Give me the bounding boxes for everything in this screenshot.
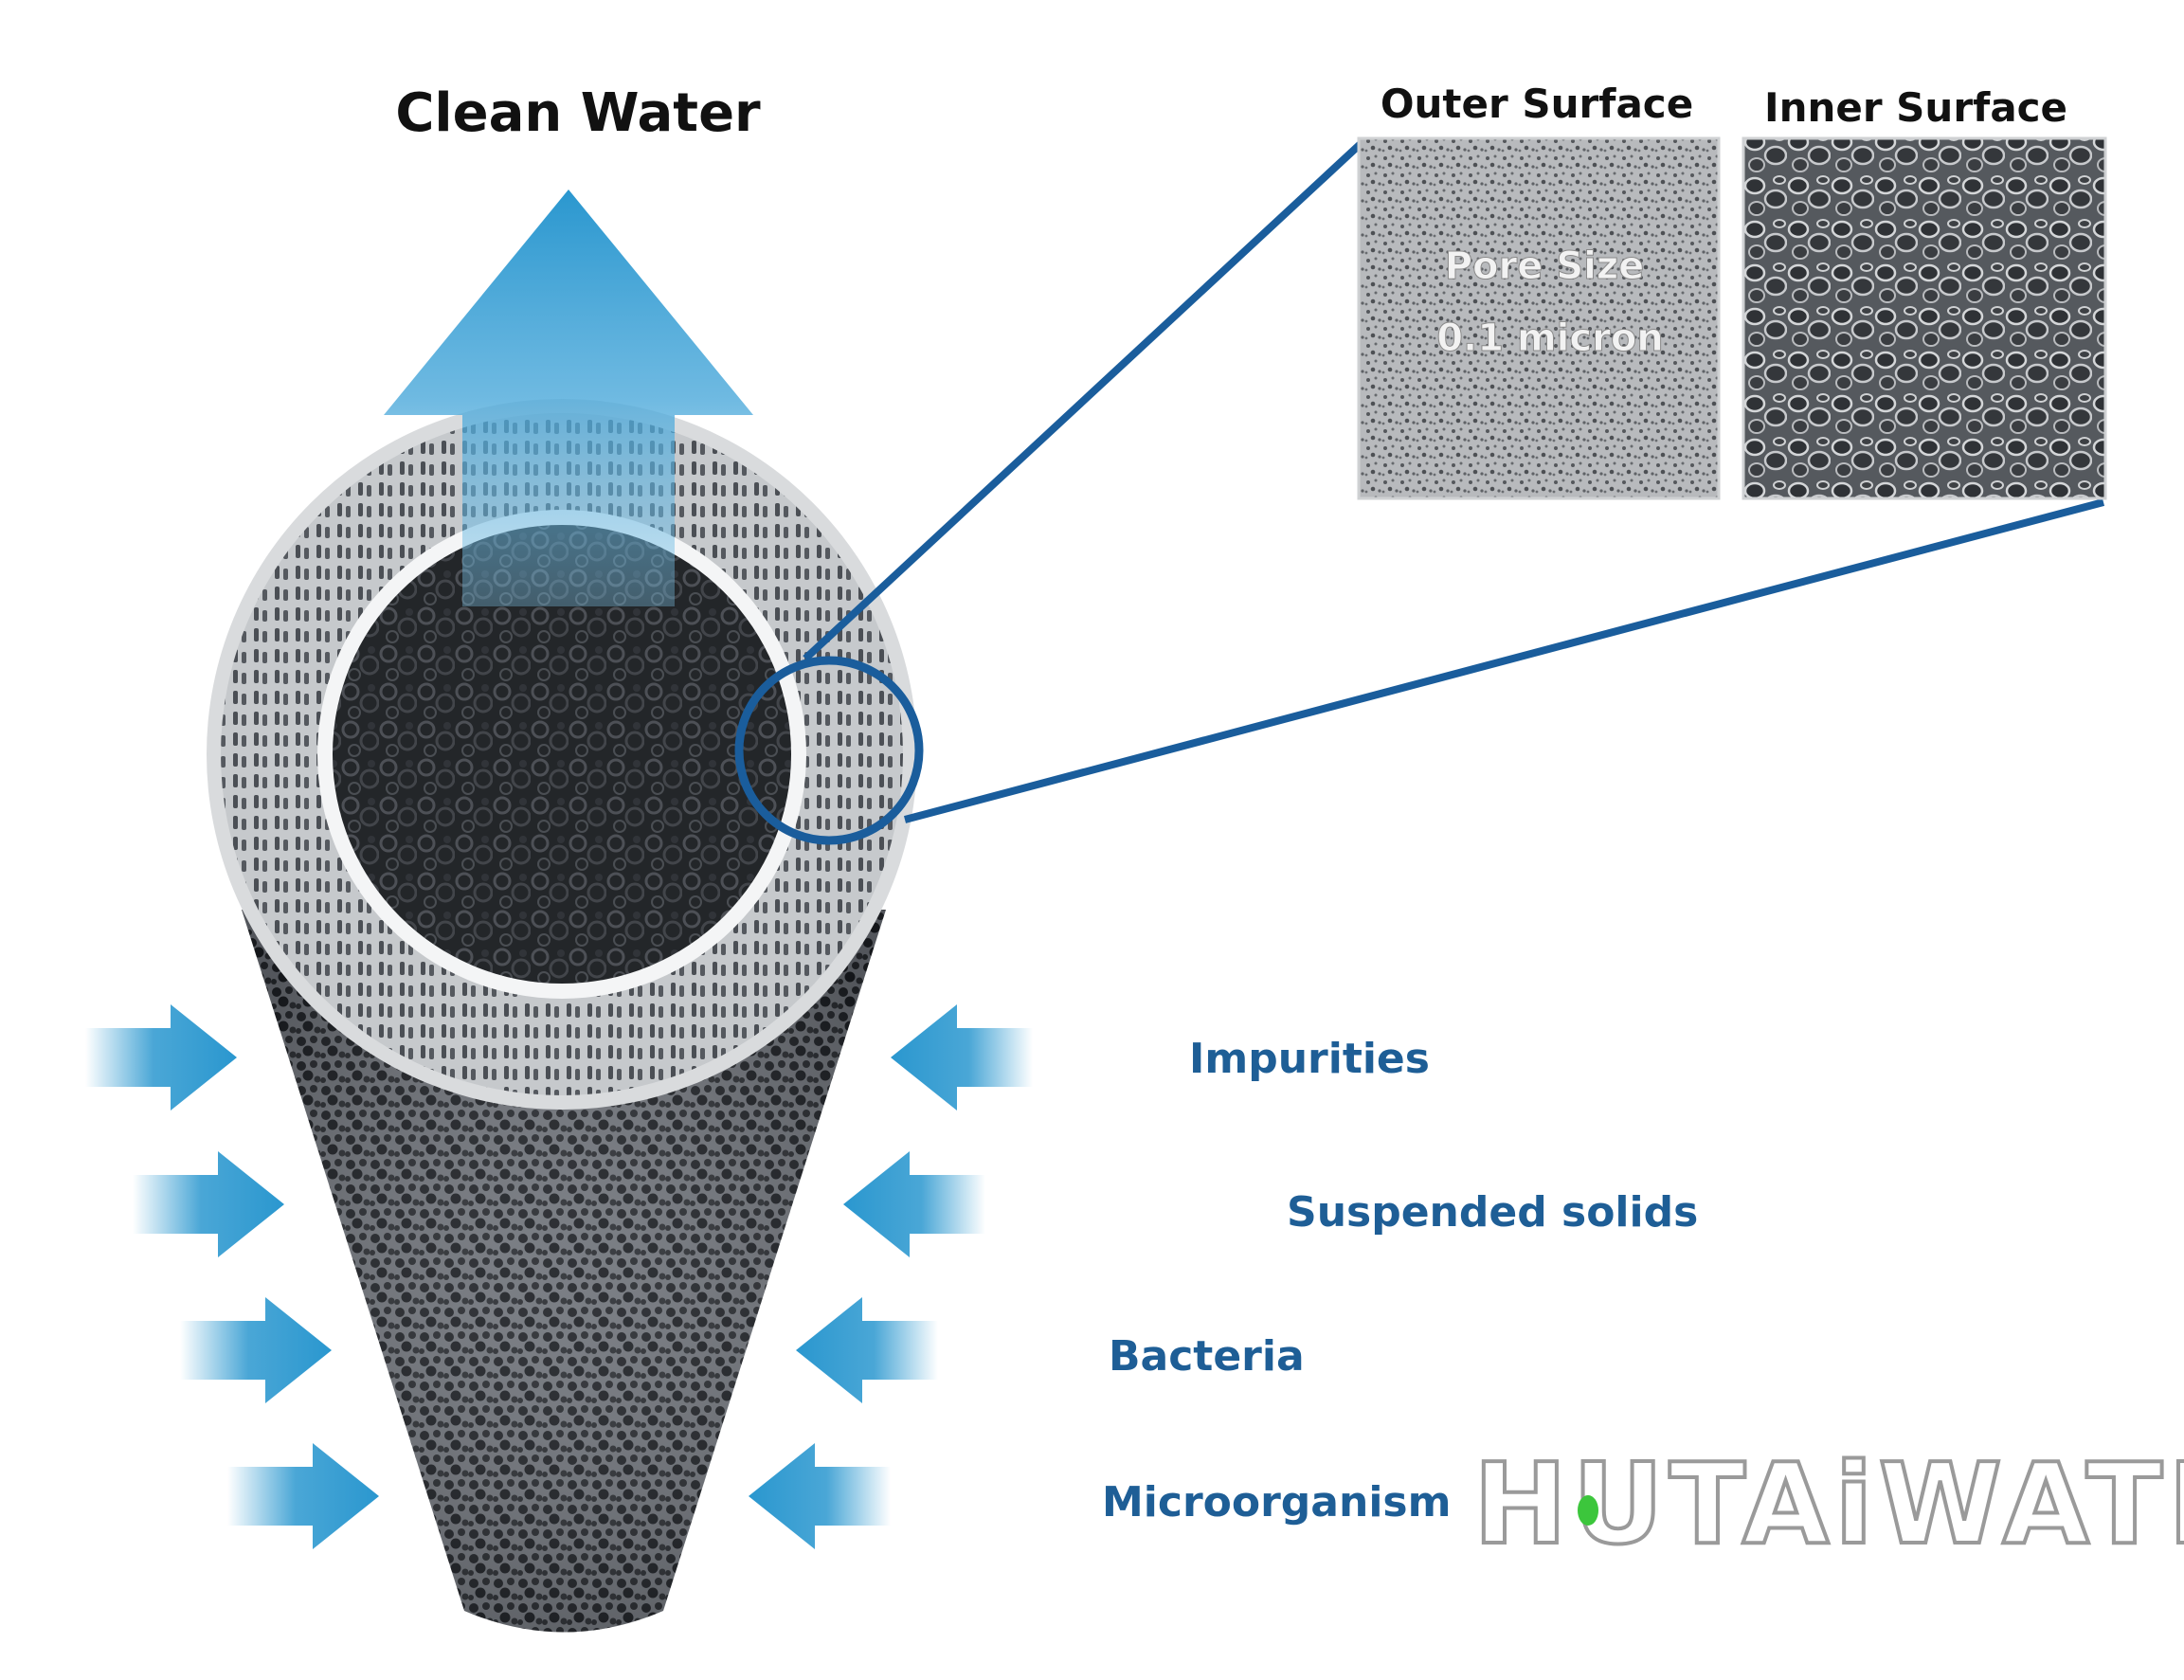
contaminant-label-suspended-solids: Suspended solids bbox=[1287, 1188, 1698, 1237]
outer-surface-title: Outer Surface bbox=[1381, 81, 1693, 127]
contaminant-label-bacteria: Bacteria bbox=[1109, 1332, 1305, 1381]
outer-surface-panel: Outer Surface Pore Size 0.1 micron bbox=[1357, 81, 1721, 500]
inner-surface-panel: Inner Surface bbox=[1742, 84, 2107, 500]
inflow-arrow-icon bbox=[133, 1151, 284, 1257]
inflow-arrow-icon bbox=[891, 1004, 1033, 1111]
inflow-arrow-icon bbox=[749, 1443, 891, 1549]
inflow-arrows-left bbox=[85, 1004, 379, 1549]
fiber-cross-section bbox=[207, 399, 917, 1110]
contaminant-label-impurities: Impurities bbox=[1189, 1035, 1430, 1083]
brand-green-drop-icon bbox=[1578, 1495, 1598, 1526]
zoom-callout bbox=[734, 137, 2105, 845]
inflow-arrow-icon bbox=[85, 1004, 237, 1111]
clean-water-title: Clean Water bbox=[395, 82, 761, 144]
magnifier-circle-icon bbox=[734, 656, 924, 845]
inflow-arrow-icon bbox=[227, 1443, 379, 1549]
inflow-arrow-icon bbox=[796, 1297, 938, 1403]
fiber-body bbox=[242, 910, 886, 1633]
inner-surface-title: Inner Surface bbox=[1764, 84, 2067, 131]
brand-logo: HUTAiWATER bbox=[1471, 1436, 2184, 1571]
up-arrow-icon bbox=[384, 190, 753, 606]
inflow-arrow-icon bbox=[843, 1151, 985, 1257]
contaminant-labels: Impurities Suspended solids Bacteria Mic… bbox=[1102, 1035, 1698, 1526]
contaminant-label-microorganism: Microorganism bbox=[1102, 1478, 1451, 1526]
inflow-arrows-right bbox=[749, 1004, 1033, 1549]
pore-size-value: 0.1 micron bbox=[1436, 316, 1664, 360]
pore-size-label: Pore Size bbox=[1445, 244, 1645, 288]
inflow-arrow-icon bbox=[180, 1297, 332, 1403]
